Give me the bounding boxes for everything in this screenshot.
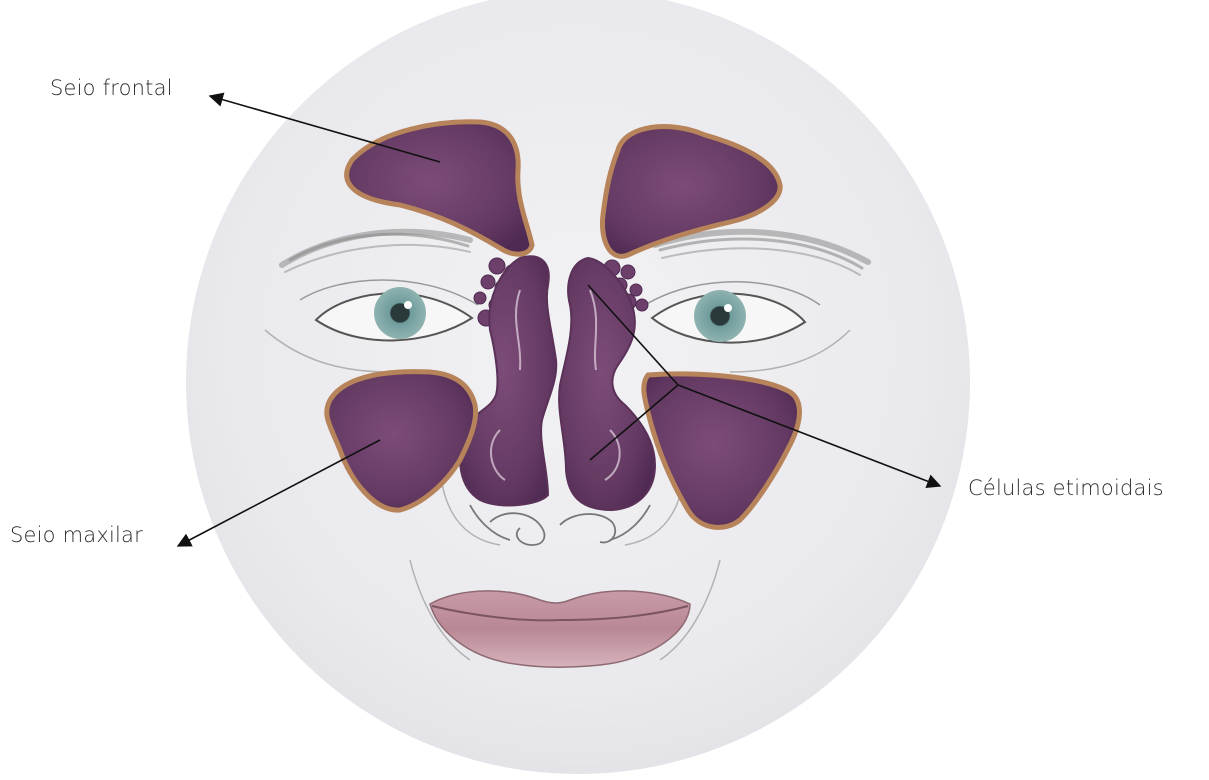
ethmoid-cells-label: Células etimoidais — [968, 476, 1164, 500]
frontal-sinus-label: Seio frontal — [50, 76, 173, 100]
maxillary-sinus-label: Seio maxilar — [10, 523, 143, 547]
